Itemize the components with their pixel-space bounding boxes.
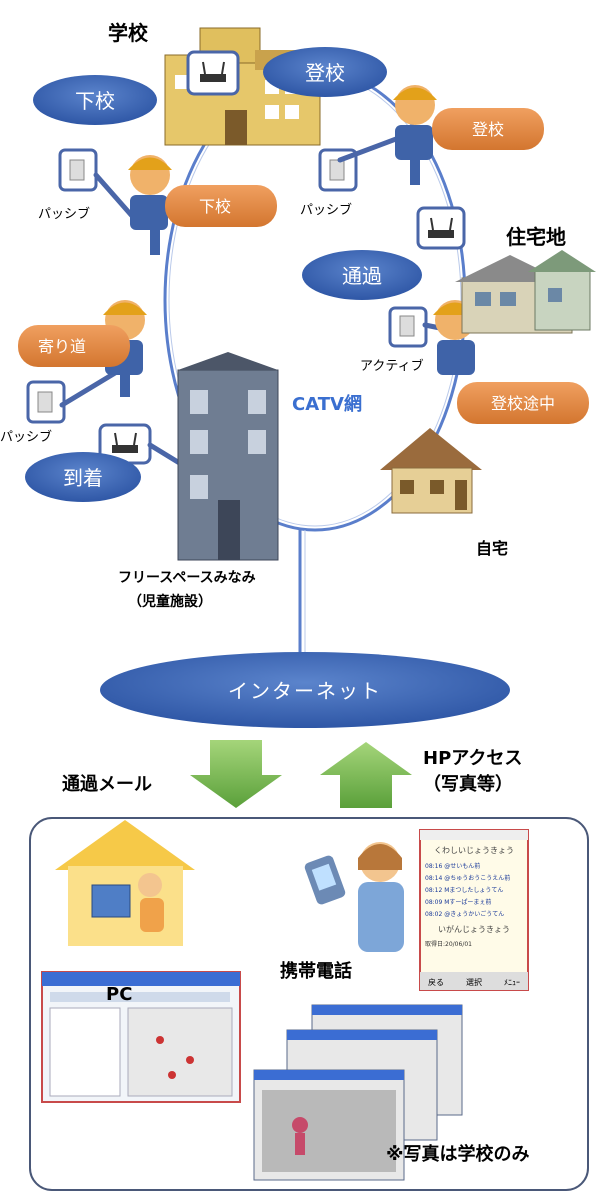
pc-label: PC — [106, 984, 132, 1005]
phone-label: 携帯電話 — [280, 960, 352, 982]
phone-screen-header: くわしいじょうきょう — [434, 846, 514, 855]
tag-tokochu-label: 登校途中 — [491, 394, 555, 413]
phone-screen-date: 取得日:20/06/01 — [425, 940, 472, 948]
phone-screen: くわしいじょうきょう 08:16 @せいもん前 08:14 @ちゅうおうこうえん… — [419, 829, 529, 991]
router-icon-residential — [416, 206, 466, 250]
photo-note-label: ※写真は学校のみ — [386, 1143, 530, 1165]
tag-toko-label: 登校 — [472, 120, 504, 139]
tag-tokochu: 登校途中 — [457, 382, 589, 424]
internet-label: インターネット — [228, 679, 382, 703]
phone-screen-row: 08:16 @せいもん前 — [425, 862, 480, 870]
arrow-up-hp — [320, 742, 412, 808]
hp-label-line2: （写真等） — [423, 773, 513, 795]
ellipse-tochaku-label: 到着 — [63, 466, 103, 490]
residential-label: 住宅地 — [506, 225, 566, 249]
phone-screen-button[interactable]: 戻る — [428, 977, 444, 987]
catv-label: CATV網 — [292, 393, 362, 415]
photo-windows — [253, 1004, 463, 1181]
facility-label-line2: （児童施設） — [128, 593, 212, 610]
student-icon-1 — [128, 155, 172, 255]
ellipse-toko-label: 登校 — [305, 61, 345, 85]
school-label: 学校 — [108, 21, 149, 45]
tag-type-active: アクティブ — [360, 358, 424, 374]
phone-screen-row: 08:02 @きょうかいごうてん — [425, 910, 504, 918]
mail-label: 通過メール — [62, 774, 152, 795]
student-icon-2 — [393, 85, 437, 185]
ellipse-tochaku: 到着 — [25, 452, 141, 502]
tag-yorimichi: 寄り道 — [18, 325, 130, 367]
ellipse-tsuka-label: 通過 — [342, 264, 382, 288]
facility-label-line1: フリースペースみなみ — [118, 570, 256, 586]
arrow-down-mail — [190, 740, 282, 808]
residential-house-icon — [455, 250, 596, 334]
tag-type-passive3: パッシブ — [0, 429, 52, 445]
router-icon-school — [186, 50, 240, 96]
phone-screen-footer-header: いがんじょうきょう — [438, 924, 510, 934]
pc-screenshot — [41, 971, 241, 1103]
phone-screen-button[interactable]: 選択 — [466, 977, 482, 987]
tag-geko: 下校 — [165, 185, 277, 227]
tag-yorimichi-label: 寄り道 — [38, 337, 86, 356]
home-house-icon — [380, 428, 482, 514]
ellipse-tsuka: 通過 — [302, 250, 422, 300]
tag-type-passive1: パッシブ — [38, 206, 90, 222]
phone-screen-button[interactable]: ﾒﾆｭｰ — [504, 978, 520, 987]
ellipse-geko: 下校 — [33, 75, 157, 125]
facility-building-icon — [177, 352, 279, 561]
tag-geko-label: 下校 — [199, 197, 231, 216]
ic-tag-icon-passive3 — [26, 380, 66, 424]
phone-screen-row: 08:14 @ちゅうおうこうえん前 — [425, 874, 510, 882]
ic-tag-icon-passive1 — [58, 148, 98, 192]
phone-screen-row: 08:12 Mまつしたしょうてん — [425, 887, 503, 894]
internet-cloud: インターネット — [100, 652, 510, 728]
ellipse-toko: 登校 — [263, 47, 387, 97]
phone-user-icon — [304, 842, 404, 952]
home-label: 自宅 — [476, 539, 508, 558]
tag-type-passive2: パッシブ — [300, 202, 352, 218]
ic-tag-icon-active — [388, 306, 428, 348]
tag-toko: 登校 — [432, 108, 544, 150]
pc-user-house-icon — [55, 820, 195, 946]
phone-screen-row: 08:09 Mすーぱーまぇ前 — [425, 898, 491, 906]
hp-label-line1: HPアクセス — [423, 748, 522, 769]
ellipse-geko-label: 下校 — [75, 89, 115, 113]
